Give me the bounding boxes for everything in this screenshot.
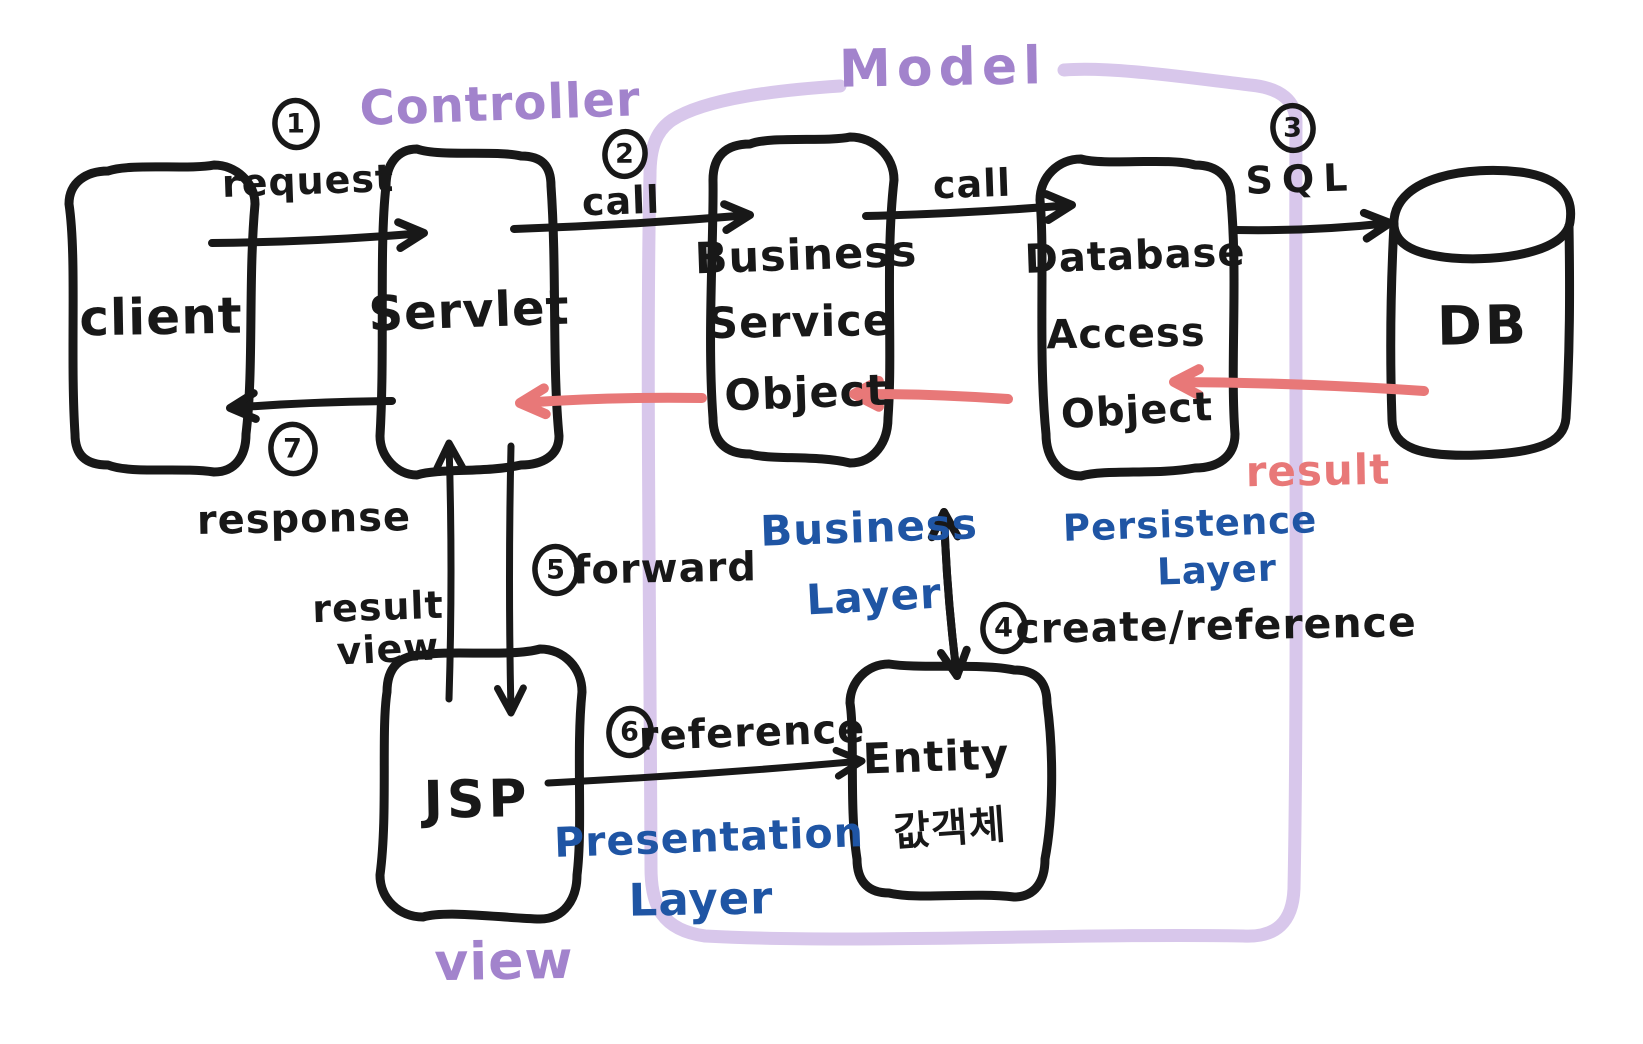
forward-arrow-label: forward — [572, 544, 758, 594]
bso-label-line1: Business — [693, 226, 919, 285]
bso-box — [706, 132, 899, 468]
dao-box — [1035, 154, 1240, 481]
create-reference-arrow-up — [927, 508, 962, 680]
entity-box — [845, 659, 1057, 902]
result-arrow-label: result — [1245, 444, 1391, 497]
controller-label: Controller — [358, 71, 642, 137]
result-arrow-bso-to-servlet — [515, 383, 707, 420]
servlet-box — [375, 144, 564, 480]
presentation-layer-label-line2: Layer — [628, 871, 774, 927]
db-node-label: DB — [1436, 293, 1530, 358]
view-label: view — [433, 930, 575, 994]
forward-arrow — [494, 442, 527, 717]
db-cylinder-body — [1386, 219, 1575, 460]
reference-arrow-label: reference — [637, 706, 867, 760]
result-arrow-dao-to-bso — [849, 375, 1013, 412]
step5-number: 5 — [546, 554, 566, 586]
step1-circle — [272, 97, 320, 151]
result-view-label-line2: view — [335, 624, 441, 674]
request-arrow — [208, 218, 428, 252]
call-arrow — [510, 200, 754, 234]
db-cylinder-top — [1389, 165, 1576, 264]
response-arrow — [226, 389, 396, 423]
bso-label-line2: Service — [706, 295, 894, 350]
dao-label-line1: Database — [1023, 229, 1247, 283]
presentation-layer-label-line1: Presentation — [553, 808, 865, 867]
step6-number: 6 — [620, 716, 640, 748]
result-view-label-line1: result — [311, 582, 445, 632]
create-reference-arrow-label: create/reference — [1014, 598, 1418, 653]
step6-circle — [606, 705, 654, 759]
client-box — [64, 160, 260, 477]
response-arrow-label: response — [196, 494, 412, 544]
sql-arrow — [1231, 208, 1394, 243]
request-arrow-label: request — [221, 156, 395, 206]
entity-label-line2: 값객체 — [891, 802, 1009, 856]
sql-arrow-label: SQL — [1244, 155, 1358, 203]
business-layer-label-line1: Business — [759, 499, 979, 556]
step3-number: 3 — [1283, 112, 1303, 144]
step4-number: 4 — [994, 612, 1014, 644]
dao-label-line3: Object — [1059, 384, 1215, 438]
business-layer-label-line2: Layer — [805, 568, 943, 625]
reference-arrow — [544, 746, 866, 787]
step5-circle — [532, 543, 580, 597]
call2-arrow-label: call — [932, 160, 1012, 208]
jsp-box — [375, 644, 587, 924]
step7-number: 7 — [283, 433, 303, 465]
model-label: Model — [838, 36, 1048, 100]
result-view-arrow — [433, 439, 467, 703]
call2-arrow — [862, 190, 1076, 224]
jsp-node-label: JSP — [423, 769, 531, 831]
step2-number: 2 — [615, 138, 635, 170]
result-arrow-db-to-dao — [1169, 364, 1429, 401]
step3-circle — [1270, 102, 1316, 154]
step2-circle — [602, 128, 648, 180]
model-boundary — [641, 62, 1303, 946]
call-arrow-label: call — [581, 177, 661, 225]
bso-label-line3: Object — [723, 365, 889, 422]
step1-number: 1 — [286, 108, 306, 140]
servlet-node-label: Servlet — [367, 279, 571, 343]
entity-label-line1: Entity — [861, 729, 1011, 784]
persistence-layer-label-line2: Layer — [1156, 546, 1278, 594]
step4-circle — [980, 601, 1028, 655]
client-node-label: client — [78, 286, 244, 348]
dao-label-line2: Access — [1046, 309, 1206, 359]
persistence-layer-label-line1: Persistence — [1062, 498, 1318, 550]
step7-circle — [268, 421, 318, 477]
